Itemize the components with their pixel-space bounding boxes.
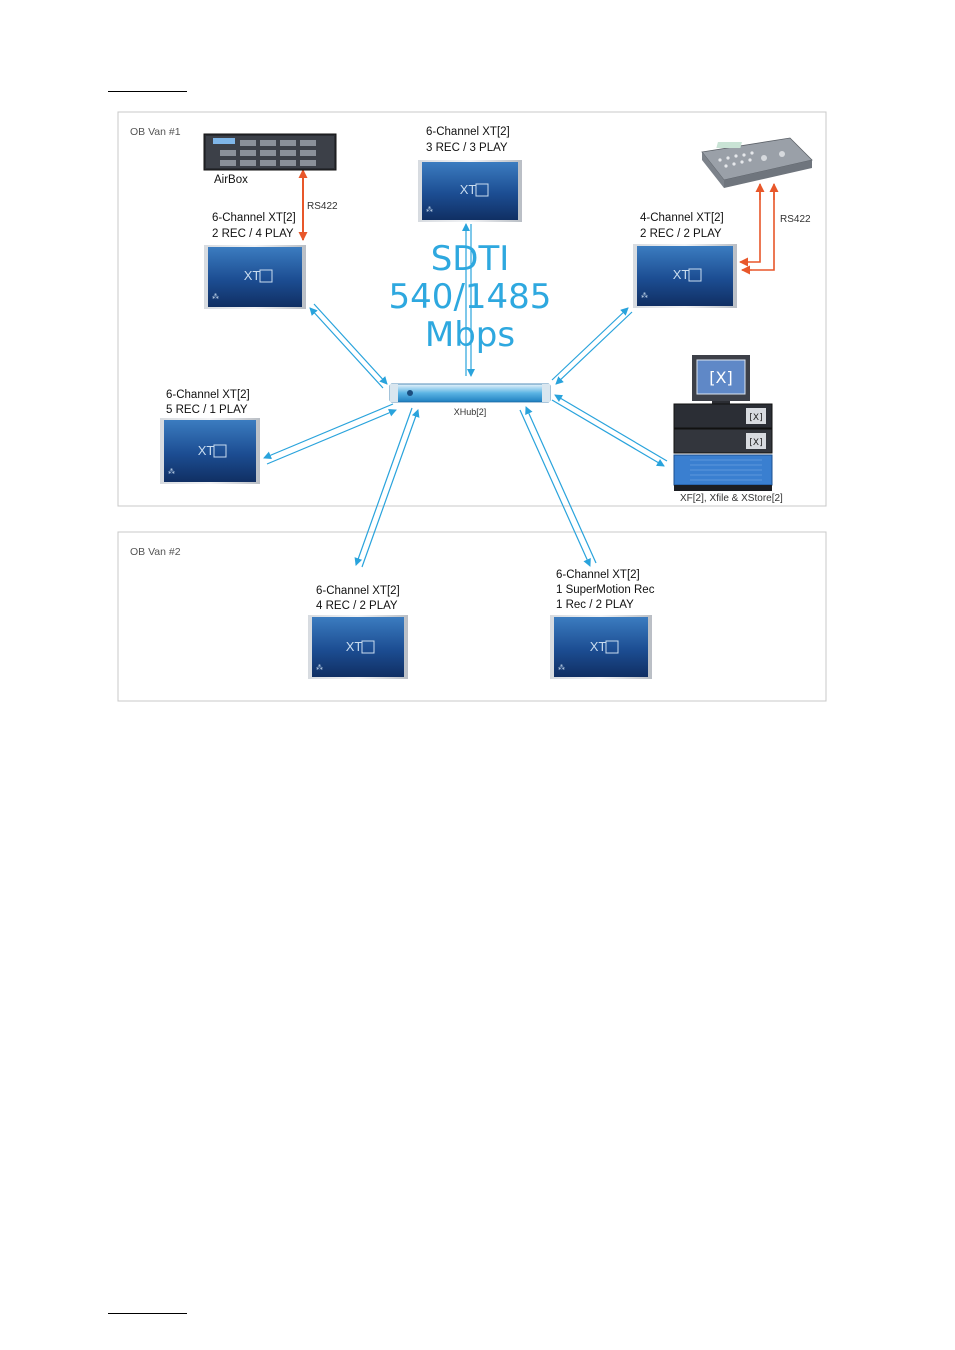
server-left-top-title: 6-Channel XT[2] bbox=[212, 212, 296, 224]
link-left-mid-server bbox=[263, 403, 397, 465]
svg-text:⁂: ⁂ bbox=[426, 206, 433, 214]
rs422-label-right: RS422 bbox=[780, 214, 811, 225]
storage-label: XF[2], Xfile & XStore[2] bbox=[680, 493, 783, 504]
server-top-center-title: 6-Channel XT[2] bbox=[426, 126, 510, 138]
svg-text:XT: XT bbox=[346, 639, 363, 654]
svg-text:⁂: ⁂ bbox=[212, 293, 219, 301]
server-bottom-right-config: 1 SuperMotion Rec bbox=[556, 584, 655, 596]
header-rule bbox=[108, 91, 187, 92]
link-right-top-server bbox=[551, 307, 633, 385]
svg-text:⁂: ⁂ bbox=[558, 664, 565, 672]
server-right-top: XT ⁂ bbox=[633, 244, 737, 308]
server-top-center-config: 3 REC / 3 PLAY bbox=[426, 142, 508, 154]
link-storage bbox=[551, 394, 668, 467]
ob-van-2-label: OB Van #2 bbox=[130, 546, 181, 558]
svg-text:[X]: [X] bbox=[709, 368, 732, 387]
server-bottom-right-title: 6-Channel XT[2] bbox=[556, 569, 640, 581]
storage-rack: [X] [X] [X] bbox=[673, 355, 773, 491]
svg-text:⁂: ⁂ bbox=[316, 664, 323, 672]
server-bottom-right: XT ⁂ bbox=[550, 615, 652, 679]
svg-text:⁂: ⁂ bbox=[168, 468, 175, 476]
link-bottom-right-server bbox=[519, 406, 597, 567]
svg-text:[X]: [X] bbox=[749, 413, 762, 423]
svg-text:XT: XT bbox=[673, 267, 690, 282]
network-diagram: OB Van #1 OB Van #2 RS422 R bbox=[117, 111, 827, 702]
server-right-top-title: 4-Channel XT[2] bbox=[640, 212, 724, 224]
xhub-device bbox=[389, 383, 551, 403]
server-bottom-left: XT ⁂ bbox=[308, 615, 408, 679]
server-left-top: XT ⁂ bbox=[204, 245, 306, 309]
ob-van-1-label: OB Van #1 bbox=[130, 126, 181, 138]
svg-text:XT: XT bbox=[244, 268, 261, 283]
rs422-label-left: RS422 bbox=[307, 201, 338, 212]
server-top-center: XT ⁂ bbox=[418, 160, 522, 222]
rs422-link-controller bbox=[739, 183, 779, 275]
server-left-top-config: 2 REC / 4 PLAY bbox=[212, 228, 294, 240]
sdti-line-3: Mbps bbox=[425, 315, 515, 355]
server-bottom-right-config-2: 1 Rec / 2 PLAY bbox=[556, 599, 634, 611]
link-top-server bbox=[462, 223, 475, 377]
svg-text:XT: XT bbox=[590, 639, 607, 654]
sdti-line-2: 540/1485 bbox=[389, 277, 552, 317]
server-left-mid-config: 5 REC / 1 PLAY bbox=[166, 404, 248, 416]
server-bottom-left-title: 6-Channel XT[2] bbox=[316, 585, 400, 597]
server-left-mid-title: 6-Channel XT[2] bbox=[166, 389, 250, 401]
footer-rule bbox=[108, 1313, 187, 1314]
server-right-top-config: 2 REC / 2 PLAY bbox=[640, 228, 722, 240]
link-bottom-left-server bbox=[354, 407, 420, 568]
svg-text:XT: XT bbox=[460, 182, 477, 197]
airbox-device bbox=[203, 133, 337, 171]
remote-controller bbox=[701, 137, 813, 188]
ob-van-2-panel bbox=[117, 531, 827, 702]
xhub-label: XHub[2] bbox=[454, 407, 487, 417]
svg-text:XT: XT bbox=[198, 443, 215, 458]
link-left-top-server bbox=[309, 303, 388, 389]
server-bottom-left-config: 4 REC / 2 PLAY bbox=[316, 600, 398, 612]
sdti-line-1: SDTI bbox=[431, 239, 510, 279]
svg-text:[X]: [X] bbox=[749, 438, 762, 448]
server-left-mid: XT ⁂ bbox=[160, 418, 260, 484]
airbox-label: AirBox bbox=[214, 174, 248, 186]
svg-text:⁂: ⁂ bbox=[641, 292, 648, 300]
